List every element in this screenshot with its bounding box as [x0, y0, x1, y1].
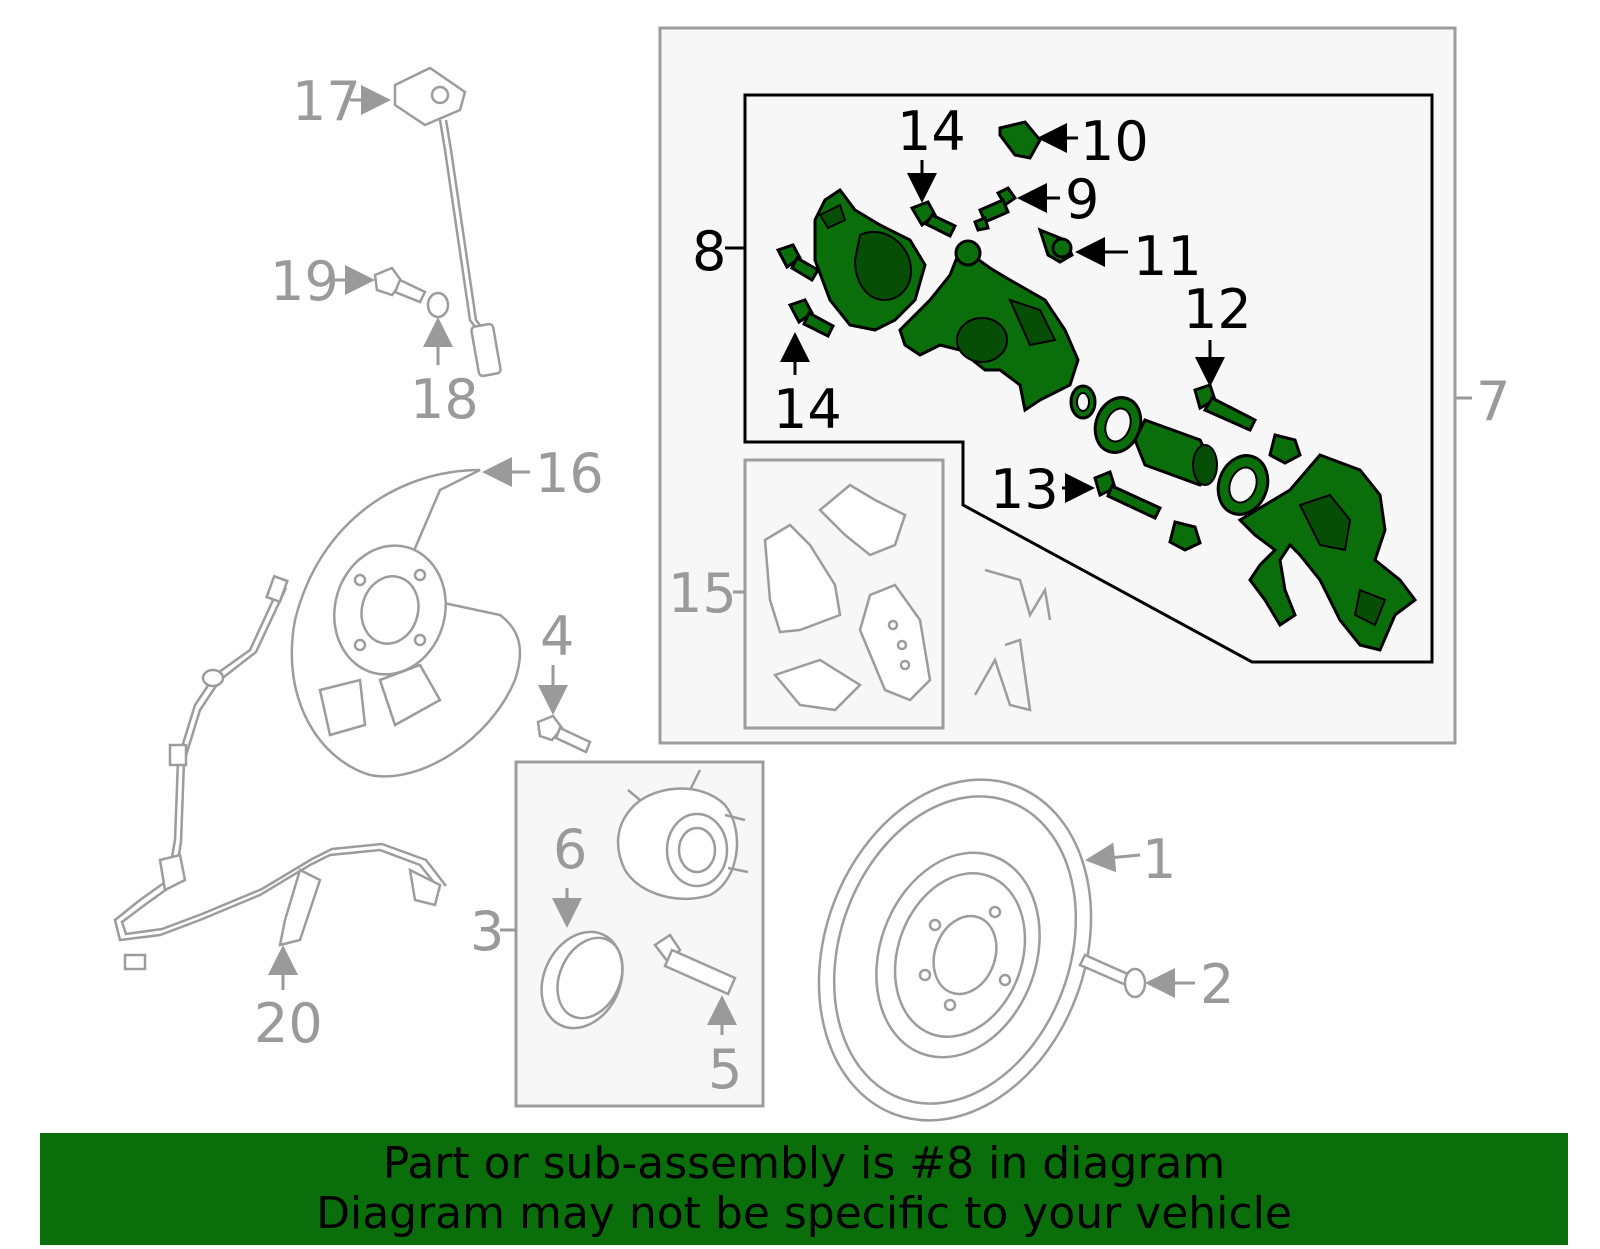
small-seal-inner — [1076, 392, 1090, 412]
anti-rattle-springs — [973, 568, 1052, 712]
callout-5: 5 — [708, 1038, 742, 1101]
caliper-piston-housing — [813, 187, 927, 332]
callout-6: 6 — [553, 818, 587, 881]
caliper-bolt-14-bottom — [787, 298, 835, 339]
callout-11: 11 — [1133, 225, 1202, 288]
abs-sensor-wire-20 — [113, 574, 447, 971]
hub-bearing-assembly — [616, 769, 749, 901]
caliper-body — [898, 239, 1080, 413]
caliper-bolt-14-top — [909, 200, 958, 239]
washer-18 — [426, 291, 450, 319]
screw-2 — [1078, 953, 1147, 999]
dust-shield-16 — [290, 468, 522, 778]
callout-12: 12 — [1183, 278, 1252, 341]
callout-14-bottom: 14 — [773, 378, 842, 441]
fitting-11 — [1037, 227, 1074, 264]
callout-19: 19 — [270, 250, 339, 313]
callout-18: 18 — [410, 368, 479, 431]
callout-10: 10 — [1080, 110, 1149, 173]
brake-pads-15 — [763, 483, 932, 712]
callout-17: 17 — [292, 70, 361, 133]
callout-7: 7 — [1476, 370, 1510, 433]
callout-15: 15 — [668, 562, 737, 625]
callout-13: 13 — [990, 458, 1059, 521]
callout-2: 2 — [1200, 953, 1234, 1016]
callout-14-top: 14 — [897, 100, 966, 163]
callout-3: 3 — [470, 900, 504, 963]
caliper-bolt-14-left — [775, 243, 821, 283]
banner-line-1: Part or sub-assembly is #8 in diagram — [382, 1138, 1226, 1189]
brake-hose-17 — [393, 66, 502, 378]
brake-rotor-1 — [817, 778, 1093, 1122]
guide-pin-13 — [1093, 470, 1202, 552]
bleeder-cap-10 — [998, 120, 1042, 160]
callout-20: 20 — [254, 992, 323, 1055]
piston-seal-inner — [1104, 407, 1132, 443]
bolt-4 — [536, 714, 592, 754]
stud-5 — [653, 933, 737, 996]
leader-1 — [1085, 842, 1141, 873]
piston-boot-inner — [1228, 466, 1258, 504]
callout-8: 8 — [692, 220, 726, 283]
bolt-19 — [373, 266, 427, 304]
bleeder-screw-9 — [973, 186, 1018, 232]
callout-1: 1 — [1142, 828, 1176, 891]
caliper-bracket — [1237, 453, 1418, 652]
info-banner: Part or sub-assembly is #8 in diagram Di… — [40, 1133, 1568, 1245]
callout-4: 4 — [540, 605, 574, 668]
callout-9: 9 — [1065, 168, 1099, 231]
seal-6 — [540, 930, 624, 1030]
banner-line-2: Diagram may not be specific to your vehi… — [316, 1188, 1292, 1239]
callout-16: 16 — [535, 442, 604, 505]
